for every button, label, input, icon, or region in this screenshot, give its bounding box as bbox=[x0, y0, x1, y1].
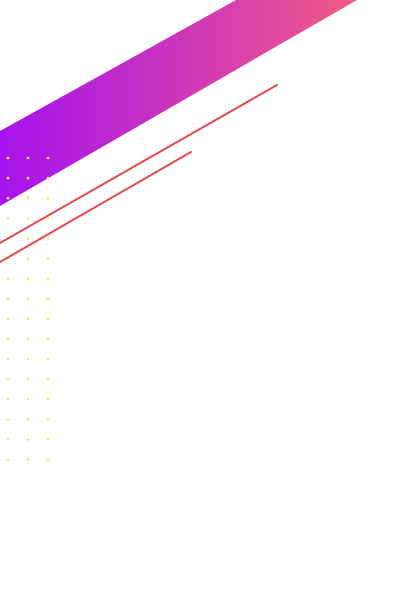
grid-dot bbox=[26, 257, 30, 260]
grid-dot bbox=[26, 156, 30, 160]
grid-dot bbox=[6, 297, 10, 301]
grid-dot bbox=[26, 337, 30, 341]
grid-dot bbox=[26, 196, 30, 200]
grid-dot bbox=[26, 176, 30, 180]
grid-dot bbox=[46, 458, 50, 461]
grid-dot bbox=[6, 357, 10, 361]
grid-dot bbox=[46, 237, 50, 240]
grid-dot bbox=[26, 438, 30, 441]
grid-dot bbox=[26, 418, 30, 421]
grid-dot bbox=[26, 297, 30, 301]
grid-dot bbox=[26, 357, 30, 361]
dot-grid bbox=[6, 156, 50, 461]
grid-dot bbox=[6, 277, 10, 280]
grid-dot bbox=[6, 337, 10, 341]
grid-dot bbox=[26, 217, 30, 220]
grid-dot bbox=[6, 176, 10, 180]
grid-dot bbox=[46, 156, 50, 160]
grid-dot bbox=[6, 196, 10, 200]
grid-dot bbox=[46, 357, 50, 361]
grid-dot bbox=[46, 257, 50, 260]
grid-dot bbox=[6, 217, 10, 220]
grid-dot bbox=[46, 418, 50, 421]
grid-dot bbox=[6, 458, 10, 461]
grid-dot bbox=[46, 176, 50, 180]
grid-dot bbox=[26, 277, 30, 280]
grid-dot bbox=[6, 317, 10, 321]
grid-dot bbox=[46, 277, 50, 280]
grid-dot bbox=[46, 297, 50, 301]
grid-dot bbox=[6, 438, 10, 441]
grid-dot bbox=[26, 397, 30, 401]
grid-dot bbox=[6, 397, 10, 401]
gradient-ribbon bbox=[0, 0, 357, 206]
diagonal-line-lower bbox=[0, 151, 192, 263]
grid-dot bbox=[46, 217, 50, 220]
grid-dot bbox=[26, 317, 30, 321]
grid-dot bbox=[6, 418, 10, 421]
grid-dot bbox=[26, 377, 30, 381]
grid-dot bbox=[46, 317, 50, 321]
grid-dot bbox=[46, 438, 50, 441]
grid-dot bbox=[26, 458, 30, 461]
grid-dot bbox=[46, 397, 50, 401]
grid-dot bbox=[46, 377, 50, 381]
grid-dot bbox=[46, 337, 50, 341]
diagonal-line-upper bbox=[0, 84, 278, 244]
grid-dot bbox=[6, 156, 10, 160]
grid-dot bbox=[46, 196, 50, 200]
grid-dot bbox=[6, 377, 10, 381]
grid-dot bbox=[26, 237, 30, 240]
